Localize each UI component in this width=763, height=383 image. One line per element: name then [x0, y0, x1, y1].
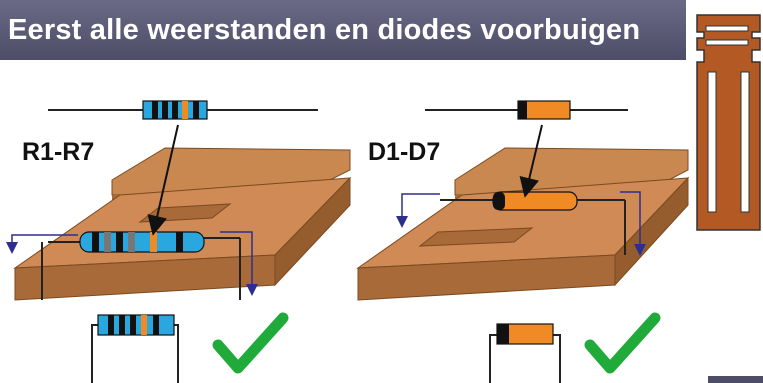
bend-arrow-right-b [620, 191, 646, 256]
title-bar: Eerst alle weerstanden en diodes voorbui… [0, 0, 686, 60]
bend-arrow-left-b [220, 231, 258, 296]
resistor-label: R1-R7 [22, 138, 95, 166]
pointer-arrow-left [147, 124, 179, 236]
bend-arrow-left-a [6, 234, 78, 254]
resistor-result-icon [91, 314, 179, 383]
diode-top-icon [425, 100, 628, 120]
check-icon-2 [584, 312, 661, 374]
diode-bent-icon [440, 191, 626, 255]
pointer-arrow-right [519, 124, 543, 198]
page-title: Eerst alle weerstanden en diodes voorbui… [8, 13, 641, 46]
pcb-board-right [356, 147, 690, 301]
pcb-board-left [13, 147, 352, 301]
check-icon [212, 312, 289, 374]
bend-arrow-right-a [396, 193, 440, 228]
footer-bar [708, 376, 763, 383]
bending-jig-icon [696, 14, 761, 231]
diode-label: D1-D7 [368, 138, 441, 166]
diode-result-icon [489, 323, 561, 383]
resistor-bent-icon [41, 231, 241, 300]
resistor-top-icon [48, 100, 318, 120]
